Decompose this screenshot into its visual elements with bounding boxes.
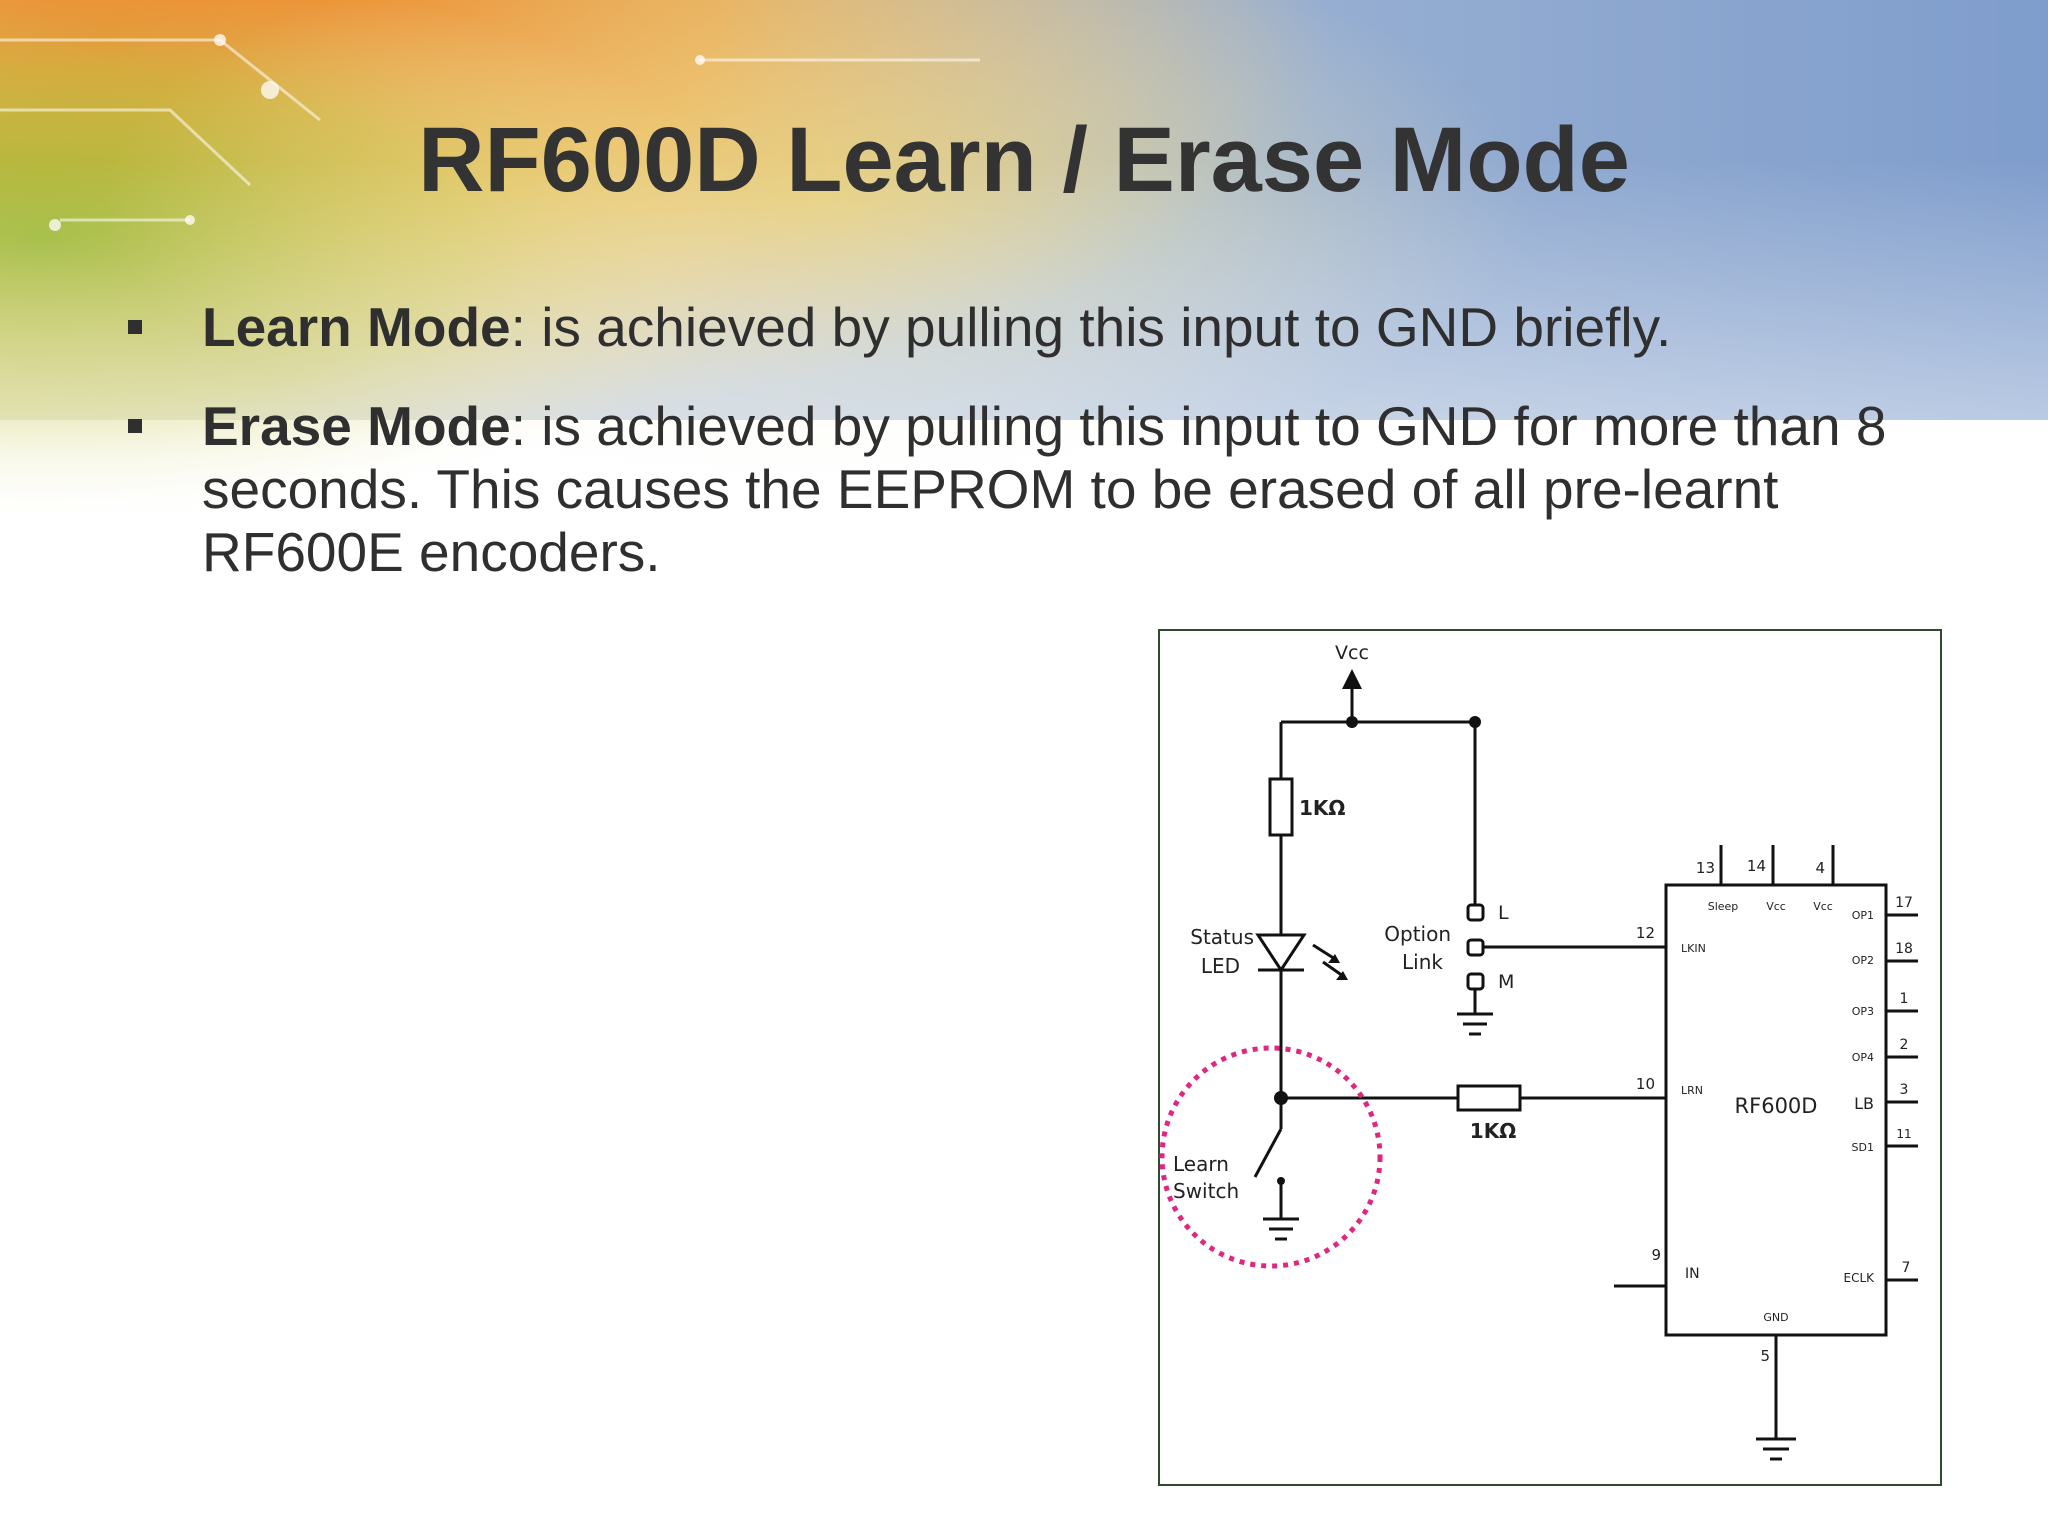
pin-number: 3 [1900, 1082, 1909, 1098]
resistor-top-label: 1KΩ [1299, 796, 1345, 820]
pin-name: IN [1685, 1266, 1700, 1282]
learn-switch-label: Learn [1173, 1152, 1229, 1176]
status-led-label: LED [1201, 954, 1240, 978]
pin-name: OP1 [1852, 909, 1874, 922]
chip-name: RF600D [1735, 1094, 1818, 1118]
resistor-mid-label: 1KΩ [1470, 1119, 1516, 1143]
pin-name: ECLK [1843, 1271, 1875, 1285]
slide-title: RF600D Learn / Erase Mode [418, 109, 1630, 211]
bullet-text: : is achieved by pulling this input to G… [510, 296, 1672, 358]
pin-number: 18 [1895, 941, 1913, 957]
square-bullet-icon [128, 320, 142, 334]
option-link-label: Link [1402, 950, 1443, 974]
pin-number: 12 [1636, 924, 1655, 942]
pin-name: OP3 [1852, 1005, 1874, 1018]
bullet-term: Erase Mode [202, 395, 511, 457]
pin-name: Vcc [1766, 900, 1786, 913]
link-l-label: L [1498, 902, 1509, 924]
vcc-label: Vcc [1335, 642, 1369, 664]
pin-name: LKIN [1681, 942, 1706, 955]
pin-name: LRN [1681, 1084, 1703, 1097]
pin-number: 1 [1900, 991, 1909, 1007]
pin-name: Vcc [1813, 900, 1833, 913]
learn-switch-label: Switch [1173, 1179, 1239, 1203]
pin-number: 2 [1900, 1037, 1909, 1053]
status-led-label: Status [1190, 925, 1254, 949]
bullet-term: Learn Mode [202, 296, 511, 358]
square-bullet-icon [128, 419, 142, 433]
bullet-learn-mode: Learn Mode: is achieved by pulling this … [120, 296, 1940, 359]
bullet-text: : is achieved by pulling this input to G… [202, 395, 1887, 583]
pin-number: 14 [1747, 857, 1766, 875]
pin-number: 7 [1902, 1260, 1911, 1276]
pin-name: LB [1854, 1094, 1874, 1113]
pin-number: 17 [1895, 895, 1913, 911]
link-m-label: M [1498, 971, 1514, 993]
bullet-list: Learn Mode: is achieved by pulling this … [120, 296, 1940, 620]
pin-number: 10 [1636, 1075, 1655, 1093]
bullet-erase-mode: Erase Mode: is achieved by pulling this … [120, 395, 1940, 584]
pin-number: 5 [1760, 1347, 1770, 1365]
pin-name: OP2 [1852, 954, 1874, 967]
pin-name: OP4 [1852, 1051, 1874, 1064]
pin-number: 11 [1896, 1127, 1911, 1141]
pin-name: GND [1763, 1311, 1788, 1324]
pin-number: 13 [1696, 859, 1715, 877]
pin-name: Sleep [1708, 900, 1739, 913]
pin-name: SD1 [1852, 1141, 1874, 1154]
pin-number: 4 [1815, 859, 1825, 877]
highlight-circle [1159, 1045, 1383, 1269]
circuit-diagram: Vcc 1KΩ 1KΩ Status LED Option Link L M L… [1158, 629, 1942, 1486]
option-link-label: Option [1384, 922, 1451, 946]
pin-number: 9 [1651, 1246, 1661, 1264]
